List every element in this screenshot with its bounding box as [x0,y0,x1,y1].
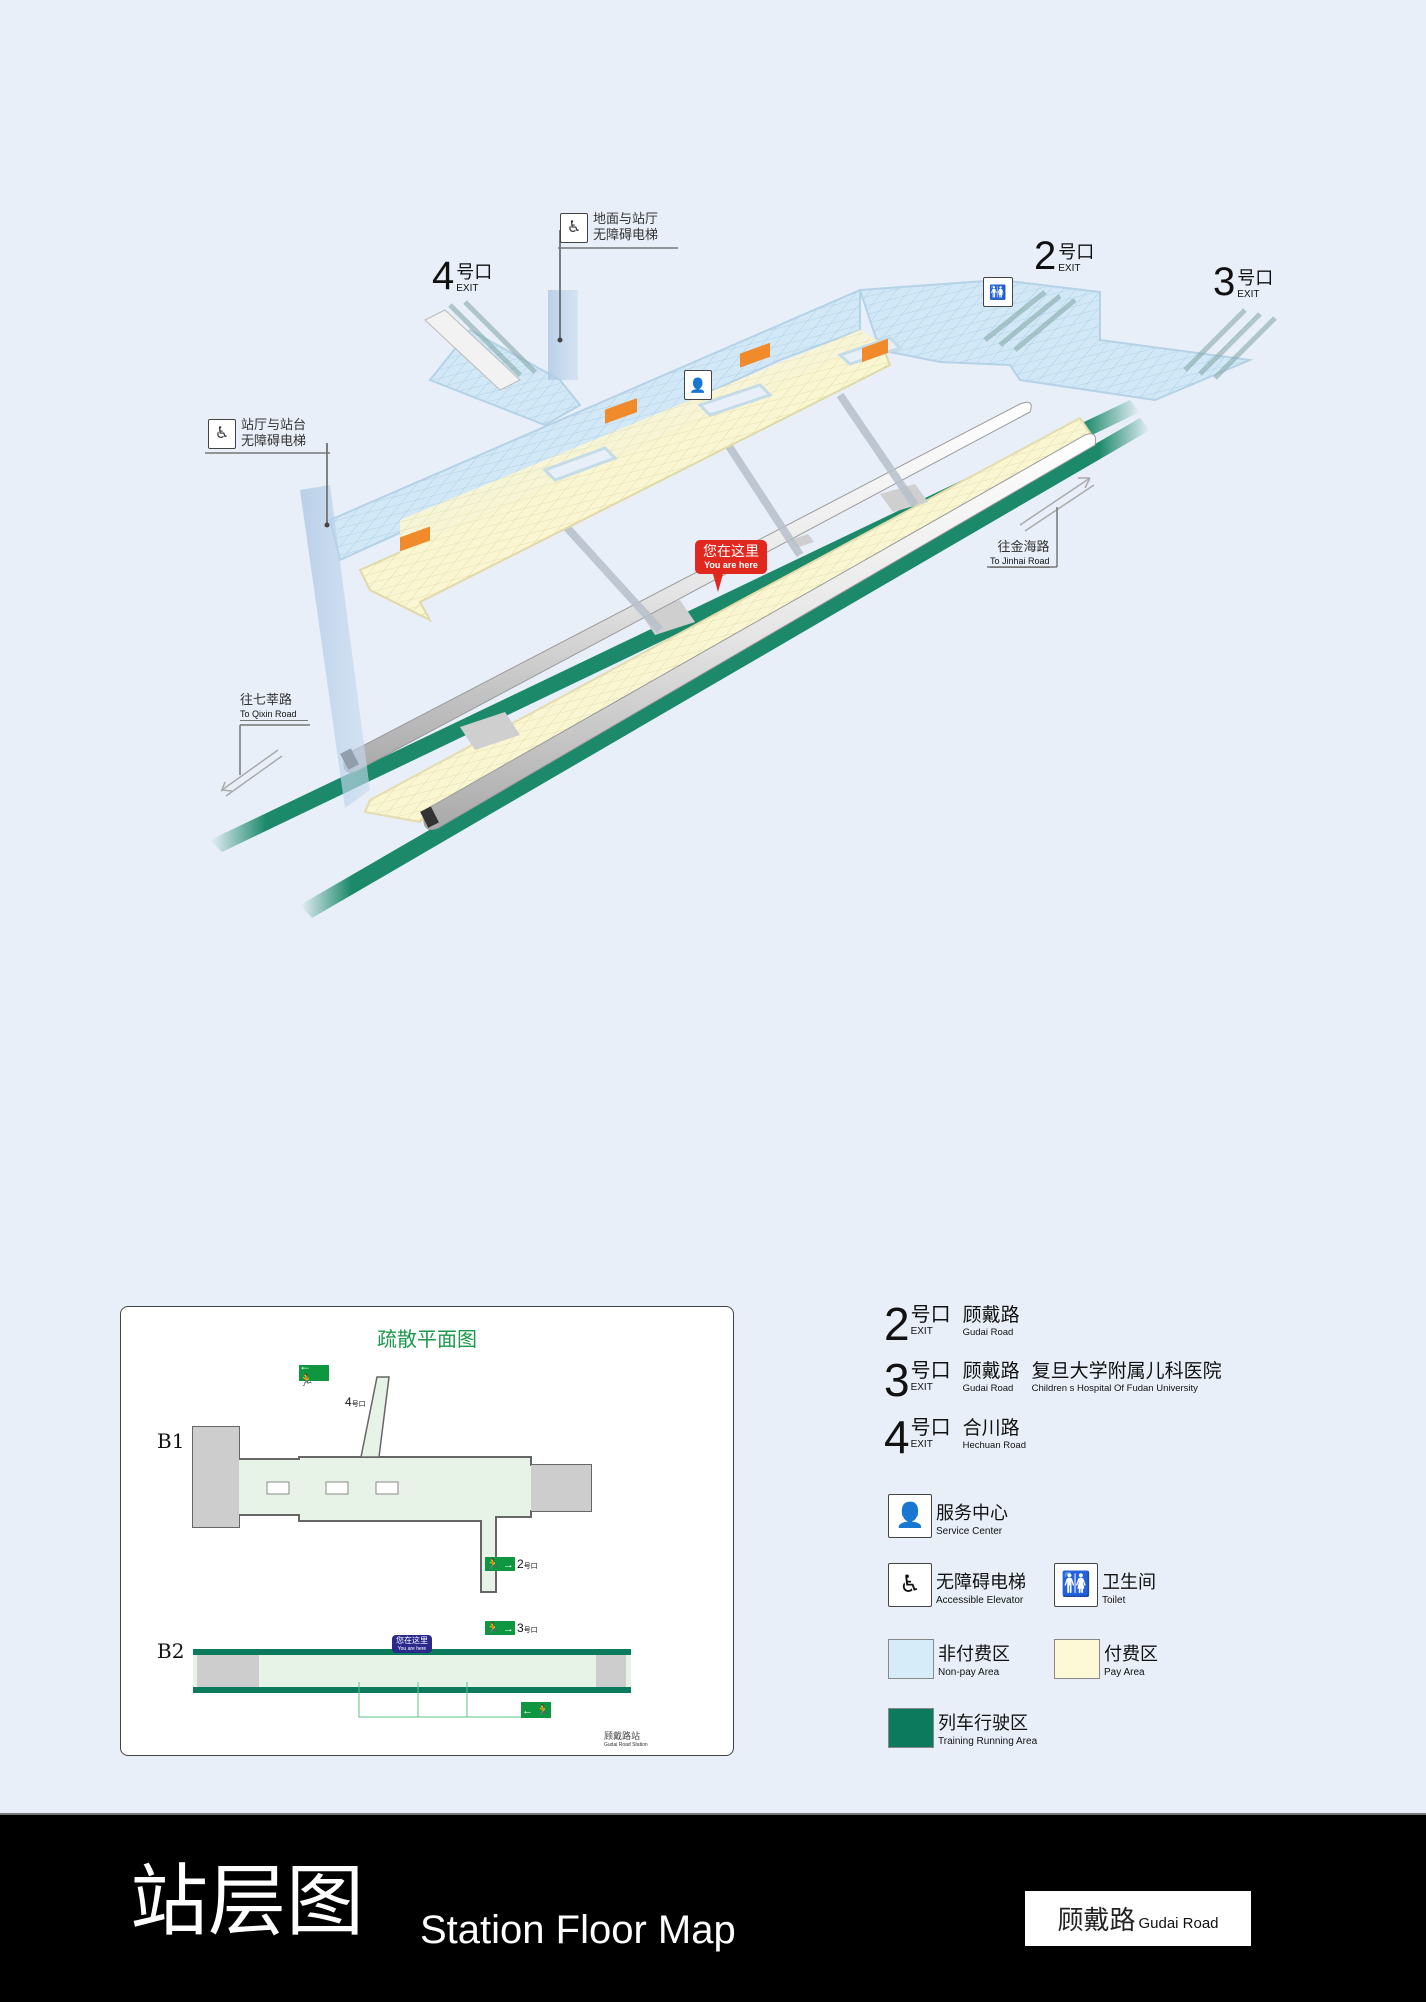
evac-you-are-here: 您在这里 You are here [392,1635,432,1653]
evac-exit-4-sign: ← 🏃 [299,1359,329,1387]
evac-exit-2-label: 2号口 [517,1557,538,1571]
exit3-escalator [1183,308,1277,380]
evac-station-name: 顾戴路站 Gudai Road Station [604,1732,648,1748]
direction-to-qixin: 往七莘路 To Qixin Road [240,693,308,721]
accessible-elevator-icon: ♿ [208,419,236,449]
toilet-icon: 🚻 [1054,1563,1098,1607]
arrow-to-qixin [220,724,310,797]
accessible-elevator-icon: ♿ [888,1563,932,1607]
fare-gates [400,338,888,552]
direction-to-jinhai: 往金海路 To Jinhai Road [990,540,1050,568]
callout-elevator-ground-concourse: ♿ 地面与站厅 无障碍电梯 [560,212,658,244]
floor-label-b2: B2 [157,1639,185,1663]
b1-plan [192,1376,592,1593]
train-front [420,433,1096,830]
you-are-here-marker: 您在这里 You are here [695,540,767,592]
evac-exit-b2-sign: ← 🏃 [521,1702,551,1718]
callout-elevator-concourse-platform: ♿ 站厅与站台 无障碍电梯 [208,418,306,450]
toilet-icon: 🚻 [983,277,1013,307]
evacuation-floor-plan [192,1376,631,1718]
station-name-box: 顾戴路 Gudai Road [1025,1891,1251,1946]
page-title-en: Station Floor Map [420,1908,736,1952]
escalator-links [557,392,919,633]
exit2-escalator [983,290,1077,352]
evacuation-plan-panel: 疏散平面图 B1 B2 ← 🏃 4号口 🏃 → 2号口 [120,1306,734,1756]
exit4-escalator [424,300,537,391]
evac-exit-3-label: 3号口 [517,1621,538,1635]
station-3d-illustration [205,230,1277,918]
elevator-ground-concourse [548,230,578,380]
service-center-icon: 👤 [888,1494,932,1538]
accessible-elevator-icon: ♿ [560,213,588,243]
pay-area-swatch [1054,1639,1100,1679]
evac-exit-3-sign: 🏃 → [485,1621,515,1635]
evacuation-title: 疏散平面图 [377,1327,477,1351]
b2-plan [193,1649,631,1718]
evac-exit-2-sign: 🏃 → [485,1557,515,1571]
non-pay-area-swatch [888,1639,934,1679]
floor-label-b1: B1 [157,1429,185,1453]
page-title-zh: 站层图 [130,1857,365,1947]
footer-bar: 站层图 Station Floor Map 顾戴路 Gudai Road [0,1813,1426,2002]
service-center-icon: 👤 [684,370,712,400]
evac-exit-4-label: 4号口 [345,1395,366,1409]
elevator-concourse-platform [300,443,370,808]
train-running-area-swatch [888,1708,934,1748]
